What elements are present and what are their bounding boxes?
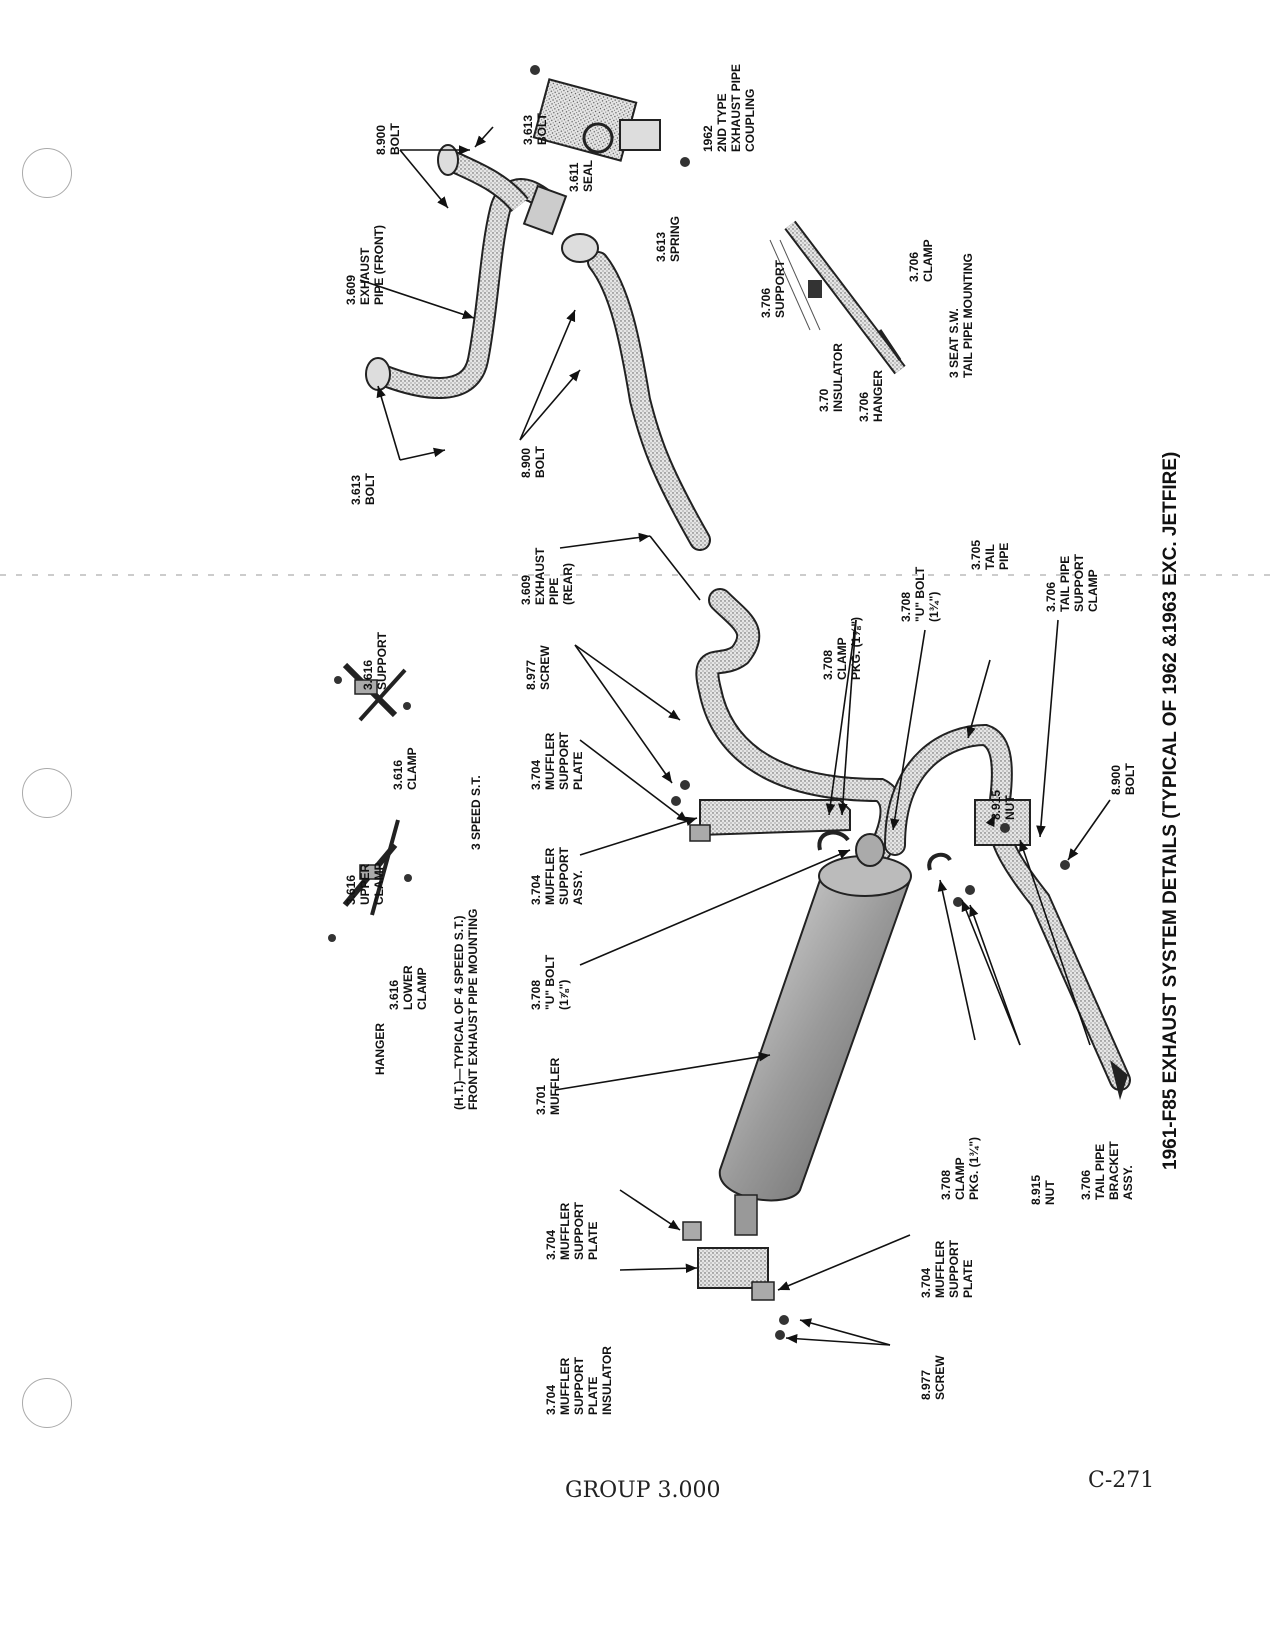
punch-hole-middle: [22, 768, 72, 818]
label-clamp-3706: 3.706CLAMP: [907, 239, 935, 282]
group-footer: GROUP 3.000: [565, 1478, 721, 1503]
punch-hole-bottom: [22, 1378, 72, 1428]
svg-text:3.609EXHAUSTPIPE (FRONT): 3.609EXHAUSTPIPE (FRONT): [344, 225, 386, 305]
svg-text:3.611SEAL: 3.611SEAL: [567, 160, 595, 192]
svg-text:3.704MUFFLERSUPPORTASSY.: 3.704MUFFLERSUPPORTASSY.: [529, 846, 585, 905]
svg-text:8.900BOLT: 8.900BOLT: [519, 446, 547, 478]
label-seal-3611: 3.611SEAL: [567, 160, 595, 192]
svg-text:3 SEAT S.W.TAIL PIPE MOUNTING: 3 SEAT S.W.TAIL PIPE MOUNTING: [947, 253, 975, 378]
label-muffler-plate-insulator: 3.704MUFFLERSUPPORTPLATEINSULATOR: [544, 1346, 614, 1415]
svg-text:3.616LOWERCLAMP: 3.616LOWERCLAMP: [387, 965, 429, 1010]
label-spring-3613: 3.613SPRING: [654, 216, 682, 262]
label-hanger-3706: 3.706HANGER: [857, 370, 885, 422]
svg-text:3.704MUFFLERSUPPORTPLATE: 3.704MUFFLERSUPPORTPLATE: [544, 1201, 600, 1260]
label-seat-sw: 3 SEAT S.W.TAIL PIPE MOUNTING: [947, 253, 975, 378]
svg-text:(H.T.)—TYPICAL OF 4 SPEED S.T.: (H.T.)—TYPICAL OF 4 SPEED S.T.)FRONT EXH…: [452, 909, 480, 1110]
svg-text:3.616UPPERCLAMP: 3.616UPPERCLAMP: [344, 862, 386, 905]
label-speed3: 3 SPEED S.T.: [469, 775, 483, 850]
label-bolt-8900-right: 8.900BOLT: [1109, 763, 1137, 795]
label-clamp-3616: 3.616CLAMP: [391, 747, 419, 790]
label-exhaust-rear: 3.609EXHAUSTPIPE(REAR): [519, 547, 575, 605]
svg-text:3.613BOLT: 3.613BOLT: [521, 113, 549, 145]
svg-text:8.915NUT: 8.915NUT: [1029, 1175, 1057, 1205]
svg-text:8.915NUT: 8.915NUT: [989, 790, 1017, 820]
svg-text:3.705TAILPIPE: 3.705TAILPIPE: [969, 540, 1011, 570]
label-screw-8977-bottom: 8.977SCREW: [919, 1355, 947, 1400]
label-bolt-3613-top: 3.613BOLT: [521, 113, 549, 145]
label-tail-pipe-bracket: 3.706TAIL PIPEBRACKETASSY.: [1079, 1141, 1135, 1200]
svg-text:3.704MUFFLERSUPPORTPLATE: 3.704MUFFLERSUPPORTPLATE: [529, 731, 585, 790]
label-ht-typical: (H.T.)—TYPICAL OF 4 SPEED S.T.)FRONT EXH…: [452, 909, 480, 1110]
svg-text:8.900BOLT: 8.900BOLT: [374, 123, 402, 155]
label-muffler: 3.701MUFFLER: [534, 1057, 562, 1115]
brackets: [671, 780, 1070, 1340]
svg-text:3.613SPRING: 3.613SPRING: [654, 216, 682, 262]
svg-text:3.704MUFFLERSUPPORTPLATE: 3.704MUFFLERSUPPORTPLATE: [919, 1239, 975, 1298]
svg-text:3.70INSULATOR: 3.70INSULATOR: [817, 343, 845, 412]
svg-text:8.977SCREW: 8.977SCREW: [524, 645, 552, 690]
svg-text:3.706TAIL PIPEBRACKETASSY.: 3.706TAIL PIPEBRACKETASSY.: [1079, 1141, 1135, 1200]
svg-text:3.701MUFFLER: 3.701MUFFLER: [534, 1057, 562, 1115]
front-exhaust-pipe: [365, 144, 568, 399]
diagram-title: 1961-F85 EXHAUST SYSTEM DETAILS (TYPICAL…: [1160, 452, 1181, 1170]
svg-text:3.706TAIL PIPESUPPORTCLAMP: 3.706TAIL PIPESUPPORTCLAMP: [1044, 553, 1100, 612]
svg-text:3.616SUPPORT: 3.616SUPPORT: [361, 631, 389, 690]
label-clamp-pkg-bottom: 3.708CLAMPPKG. (1¾"): [939, 1137, 981, 1200]
svg-text:8.900BOLT: 8.900BOLT: [1109, 763, 1137, 795]
label-clamp-pkg-top: 3.708CLAMPPKG. (1⅞"): [821, 617, 863, 680]
exhaust-pipe-coupling: [530, 65, 690, 167]
svg-text:3.616CLAMP: 3.616CLAMP: [391, 747, 419, 790]
tail-pipe: [884, 723, 1131, 1100]
svg-text:3.708"U" BOLT(1⅞"): 3.708"U" BOLT(1⅞"): [529, 954, 571, 1010]
label-muffler-support-plate-lowleft: 3.704MUFFLERSUPPORTPLATE: [544, 1201, 600, 1260]
rear-exhaust-pipe: [561, 233, 904, 862]
front-pipe-mounting-inset: [328, 662, 412, 942]
label-support-3616: 3.616SUPPORT: [361, 631, 389, 690]
label-nut-8915-top: 8.915NUT: [989, 790, 1017, 820]
label-lower-clamp: 3.616LOWERCLAMP: [387, 965, 429, 1010]
svg-text:3.706HANGER: 3.706HANGER: [857, 370, 885, 422]
label-bolt-8900-top: 8.900BOLT: [374, 123, 402, 155]
punch-hole-top: [22, 148, 72, 198]
label-u-bolt-left: 3.708"U" BOLT(1⅞"): [529, 954, 571, 1010]
label-tail-pipe-support-clamp: 3.706TAIL PIPESUPPORTCLAMP: [1044, 553, 1100, 612]
label-upper-clamp: 3.616UPPERCLAMP: [344, 862, 386, 905]
svg-text:HANGER: HANGER: [373, 1023, 387, 1075]
svg-text:3.704MUFFLERSUPPORTPLATEINSULA: 3.704MUFFLERSUPPORTPLATEINSULATOR: [544, 1346, 614, 1415]
label-bolt-8900-mid: 8.900BOLT: [519, 446, 547, 478]
svg-text:3.708CLAMPPKG. (1⅞"): 3.708CLAMPPKG. (1⅞"): [821, 617, 863, 680]
muffler: [718, 833, 912, 1236]
svg-text:3.609EXHAUSTPIPE(REAR): 3.609EXHAUSTPIPE(REAR): [519, 547, 575, 605]
svg-text:8.977SCREW: 8.977SCREW: [919, 1355, 947, 1400]
label-coupling-1962: 19622ND TYPEEXHAUST PIPECOUPLING: [701, 64, 757, 152]
page-number: C-271: [1088, 1468, 1155, 1493]
label-tail-pipe: 3.705TAILPIPE: [969, 540, 1011, 570]
label-muffler-support-assy: 3.704MUFFLERSUPPORTASSY.: [529, 846, 585, 905]
label-muffler-support-plate-lowright: 3.704MUFFLERSUPPORTPLATE: [919, 1239, 975, 1298]
svg-text:19622ND TYPEEXHAUST PIPECOUPLI: 19622ND TYPEEXHAUST PIPECOUPLING: [701, 64, 757, 152]
label-screw-8977-top: 8.977SCREW: [524, 645, 552, 690]
svg-text:3.706SUPPORT: 3.706SUPPORT: [759, 259, 787, 318]
svg-text:3.708"U" BOLT(1¾"): 3.708"U" BOLT(1¾"): [899, 566, 941, 622]
svg-text:3.708CLAMPPKG. (1¾"): 3.708CLAMPPKG. (1¾"): [939, 1137, 981, 1200]
label-insulator-370: 3.70INSULATOR: [817, 343, 845, 412]
label-exhaust-front: 3.609EXHAUSTPIPE (FRONT): [344, 225, 386, 305]
svg-text:3 SPEED S.T.: 3 SPEED S.T.: [469, 775, 483, 850]
label-u-bolt-right: 3.708"U" BOLT(1¾"): [899, 566, 941, 622]
svg-text:3.613BOLT: 3.613BOLT: [349, 473, 377, 505]
tail-pipe-mounting-inset: [769, 220, 906, 375]
label-nut-8915-bottom: 8.915NUT: [1029, 1175, 1057, 1205]
label-hanger: HANGER: [373, 1023, 387, 1075]
svg-text:3.706CLAMP: 3.706CLAMP: [907, 239, 935, 282]
label-muffler-support-plate-top: 3.704MUFFLERSUPPORTPLATE: [529, 731, 585, 790]
label-support-3706: 3.706SUPPORT: [759, 259, 787, 318]
leader-lines: [359, 126, 1111, 1346]
label-bolt-3613-low: 3.613BOLT: [349, 473, 377, 505]
